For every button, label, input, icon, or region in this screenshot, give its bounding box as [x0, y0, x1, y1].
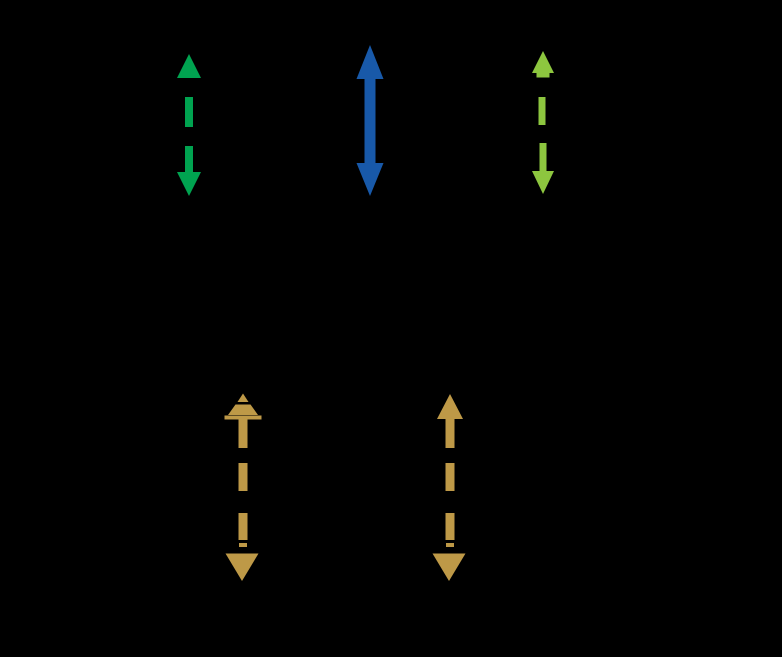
top-left-dark-green-dashed-double-arrow-down-head	[177, 172, 201, 196]
bottom-left-tan-dashed-double-arrow-head-slice	[228, 404, 258, 415]
top-left-dark-green-dashed-double-arrow-up-head	[177, 54, 201, 78]
bottom-left-tan-dashed-double-arrow-segment	[238, 463, 248, 491]
bottom-right-tan-dashed-double-arrow-down-head	[432, 553, 466, 581]
top-right-light-green-dashed-double-arrow-up-head	[532, 51, 554, 73]
bottom-left-tan-dashed-double-arrow-segment	[238, 513, 248, 540]
bottom-left-tan-dashed-double-arrow-up-head	[237, 393, 249, 402]
top-right-light-green-dashed-double-arrow-down-head	[532, 171, 554, 194]
bottom-left-tan-dashed-double-arrow-down-head	[225, 553, 259, 581]
bottom-right-tan-dashed-double-arrow-segment	[446, 543, 454, 547]
bottom-right-tan-dashed-double-arrow-segment	[445, 417, 455, 448]
bottom-left-tan-dashed-double-arrow-segment	[238, 419, 248, 448]
bottom-left-tan-dashed-double-arrow-segment	[224, 415, 262, 420]
top-right-light-green-dashed-double-arrow	[532, 51, 554, 194]
top-center-blue-solid-double-arrow-segment	[364, 77, 376, 166]
bottom-left-tan-dashed-double-arrow	[224, 393, 262, 581]
bottom-left-tan-dashed-double-arrow-segment	[239, 543, 247, 547]
top-left-dark-green-dashed-double-arrow-segment	[185, 146, 193, 173]
top-right-light-green-dashed-double-arrow-segment	[538, 97, 546, 125]
top-left-dark-green-dashed-double-arrow-segment	[185, 97, 193, 127]
top-center-blue-solid-double-arrow-down-head	[356, 163, 384, 196]
top-left-dark-green-dashed-double-arrow	[177, 54, 201, 196]
top-center-blue-solid-double-arrow	[356, 45, 384, 196]
bottom-right-tan-dashed-double-arrow-up-head	[437, 394, 463, 419]
top-right-light-green-dashed-double-arrow-segment	[536, 73, 550, 78]
top-right-light-green-dashed-double-arrow-segment	[539, 143, 547, 172]
top-center-blue-solid-double-arrow-up-head	[356, 45, 384, 79]
bottom-right-tan-dashed-double-arrow-segment	[445, 463, 455, 491]
bottom-right-tan-dashed-double-arrow	[432, 394, 466, 581]
bottom-right-tan-dashed-double-arrow-segment	[445, 513, 455, 540]
